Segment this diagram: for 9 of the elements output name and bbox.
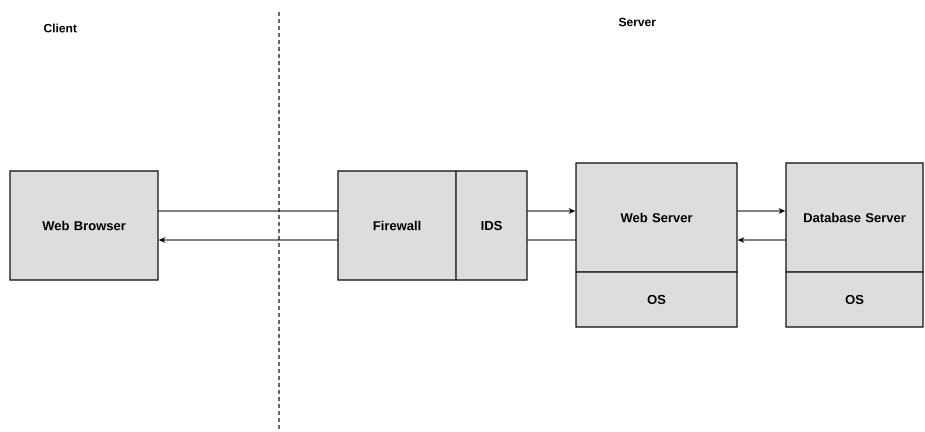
process-box: IDS [455, 170, 528, 281]
process-box: Web Server [575, 162, 738, 273]
process-box: Database Server [785, 162, 924, 273]
process-box: Web Browser [9, 170, 159, 281]
process-box: OS [785, 271, 924, 328]
process-box: Firewall [337, 170, 457, 281]
region-label: Client [44, 24, 77, 32]
region-label: Server [618, 18, 656, 26]
process-box: OS [575, 271, 738, 328]
